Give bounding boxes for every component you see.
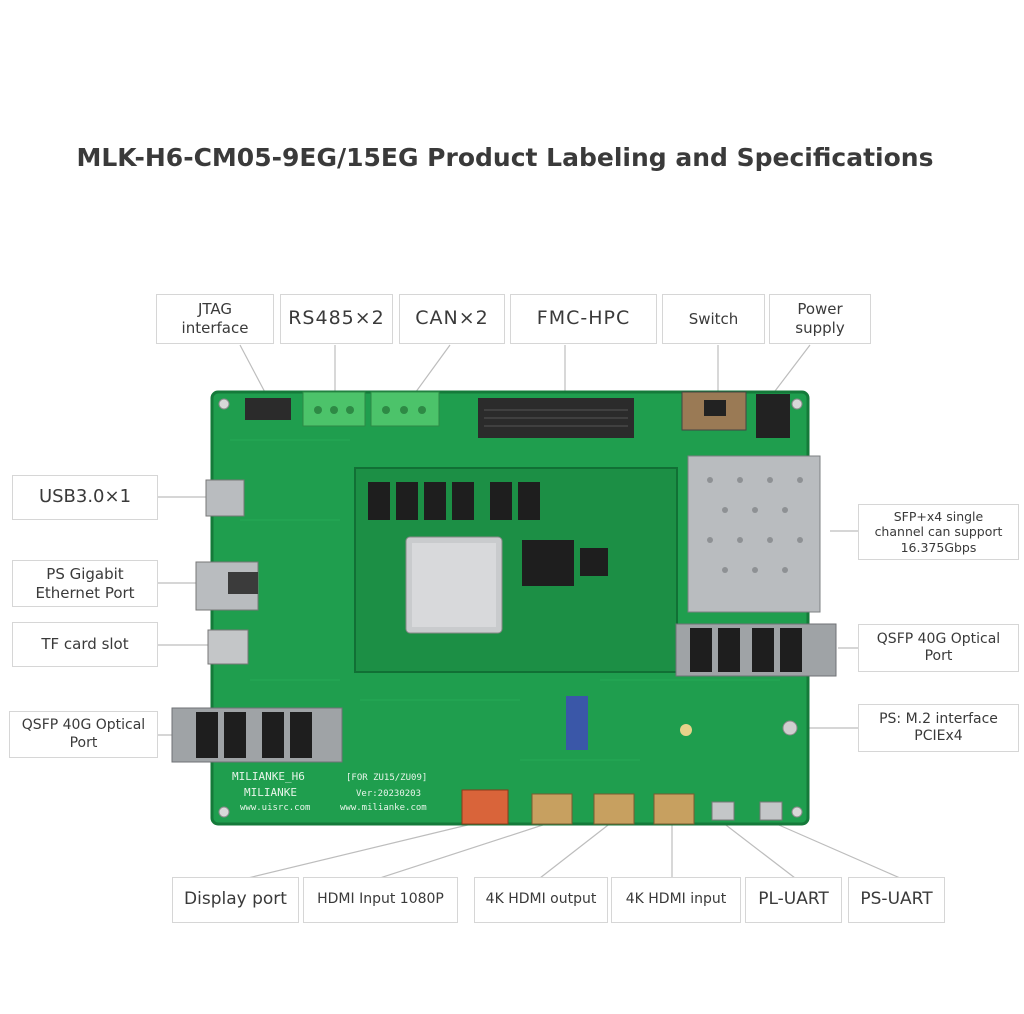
label-m2: PS: M.2 interface PCIEx4 xyxy=(858,704,1019,752)
silk-ver-note: [FOR ZU15/ZU09] xyxy=(346,773,427,783)
label-hdmi4k-in: 4K HDMI input xyxy=(611,877,741,923)
label-tfcard: TF card slot xyxy=(12,622,158,667)
label-fmc: FMC-HPC xyxy=(510,294,657,344)
silk-web1: www.uisrc.com xyxy=(240,803,310,813)
pl-uart-connector xyxy=(711,801,735,821)
ps-uart-connector xyxy=(759,801,783,821)
ddr-chips xyxy=(368,482,540,520)
label-jtag: JTAG interface xyxy=(156,294,274,344)
label-ethernet: PS Gigabit Ethernet Port xyxy=(12,560,158,607)
label-hdmi4k-out: 4K HDMI output xyxy=(474,877,608,923)
label-usb: USB3.0×1 xyxy=(12,475,158,520)
label-sfp: SFP+x4 single channel can support 16.375… xyxy=(858,504,1019,560)
silk-brand2: MILIANKE xyxy=(244,786,297,799)
silk-ver: Ver:20230203 xyxy=(356,789,421,799)
silk-brand1: MILIANKE_H6 xyxy=(232,770,305,783)
power-jack xyxy=(756,394,790,438)
label-qsfp-left: QSFP 40G Optical Port xyxy=(9,711,158,758)
label-psuart: PS-UART xyxy=(848,877,945,923)
label-power: Power supply xyxy=(769,294,871,344)
leader-lines xyxy=(158,344,901,879)
jtag-connector xyxy=(245,398,291,420)
tf-card-slot xyxy=(207,629,249,665)
som-chip xyxy=(522,540,574,586)
label-displayport: Display port xyxy=(172,877,299,923)
usb-port xyxy=(205,479,245,517)
page-title: MLK-H6-CM05-9EG/15EG Product Labeling an… xyxy=(76,143,934,172)
silk-web2: www.milianke.com xyxy=(340,803,427,813)
label-hdmi1080: HDMI Input 1080P xyxy=(303,877,458,923)
mounting-holes xyxy=(218,398,803,818)
m2-slot xyxy=(566,696,588,750)
label-can: CAN×2 xyxy=(399,294,505,344)
displayport-connector xyxy=(461,789,509,825)
label-pluart: PL-UART xyxy=(745,877,842,923)
hdmi-4k-in-connector xyxy=(653,793,695,825)
label-switch: Switch xyxy=(662,294,765,344)
label-rs485: RS485×2 xyxy=(280,294,393,344)
hdmi-1080-connector xyxy=(531,793,573,825)
hdmi-4k-out-connector xyxy=(593,793,635,825)
label-qsfp-right: QSFP 40G Optical Port xyxy=(858,624,1019,672)
